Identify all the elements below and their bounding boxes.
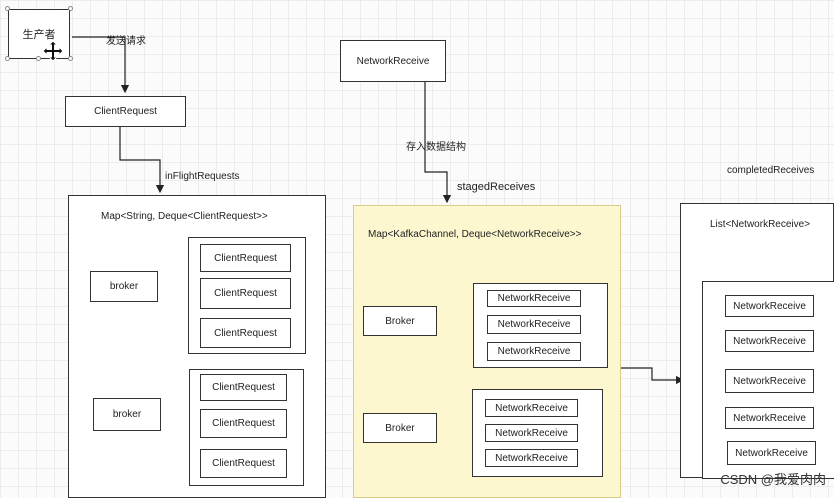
client-request-item-label: ClientRequest (212, 458, 275, 469)
client-request-label: ClientRequest (94, 106, 157, 117)
client-request-item[interactable]: ClientRequest (200, 278, 291, 309)
client-request-item[interactable]: ClientRequest (200, 374, 287, 401)
network-receive-deque[interactable]: NetworkReceive NetworkReceive NetworkRec… (473, 283, 608, 368)
client-request-deque[interactable]: ClientRequest ClientRequest ClientReques… (188, 237, 306, 354)
broker-key-label: Broker (385, 315, 415, 327)
broker-key-label: broker (112, 409, 142, 420)
edge-label-send-request: 发送请求 (106, 36, 146, 47)
network-receive-item-label: NetworkReceive (497, 319, 571, 330)
staged-receives-map[interactable]: Map<KafkaChannel, Deque<NetworkReceive>>… (353, 205, 621, 498)
network-receive-item[interactable]: NetworkReceive (725, 330, 814, 352)
broker-key[interactable]: Broker (363, 306, 437, 336)
selection-handle[interactable] (5, 6, 10, 11)
network-receive-item[interactable]: NetworkReceive (487, 315, 581, 334)
network-receive-item-label: NetworkReceive (495, 402, 568, 414)
edge-label-in-flight: inFlightRequests (165, 171, 240, 182)
edge-label-store-data: 存入数据结构 (406, 142, 466, 153)
network-receive-item-label: NetworkReceive (497, 293, 571, 304)
broker-key[interactable]: Broker (363, 413, 437, 443)
network-receive-item-label: NetworkReceive (735, 447, 808, 459)
client-request-item[interactable]: ClientRequest (200, 244, 291, 272)
move-cursor-icon (42, 40, 64, 62)
broker-key-label: Broker (385, 422, 415, 434)
selection-handle[interactable] (68, 56, 73, 61)
network-receive-item[interactable]: NetworkReceive (485, 424, 578, 442)
network-receive-item-label: NetworkReceive (733, 335, 806, 347)
arrow-send-request (72, 36, 130, 94)
client-request-item[interactable]: ClientRequest (200, 409, 287, 438)
staged-map-title: Map<KafkaChannel, Deque<NetworkReceive>> (368, 229, 582, 240)
selection-handle[interactable] (36, 56, 41, 61)
client-request-item-label: ClientRequest (214, 327, 277, 339)
network-receive-item-label: NetworkReceive (733, 412, 806, 424)
network-receive-item[interactable]: NetworkReceive (725, 369, 814, 393)
network-receive-item-label: NetworkReceive (495, 452, 568, 464)
completed-receives-list[interactable]: List<NetworkReceive> NetworkReceive Netw… (680, 203, 834, 479)
network-receive-deque[interactable]: NetworkReceive NetworkReceive NetworkRec… (472, 389, 603, 477)
network-receive-item-label: NetworkReceive (733, 375, 806, 387)
client-request-item-label: ClientRequest (212, 418, 275, 429)
network-receive-item[interactable]: NetworkReceive (485, 399, 578, 417)
network-receive-item[interactable]: NetworkReceive (725, 407, 814, 429)
client-request-item[interactable]: ClientRequest (200, 449, 287, 478)
client-request-item-label: ClientRequest (212, 382, 275, 393)
broker-key[interactable]: broker (93, 398, 161, 431)
network-receive-item[interactable]: NetworkReceive (725, 295, 814, 317)
client-request-item-label: ClientRequest (214, 288, 277, 299)
selection-handle[interactable] (5, 56, 10, 61)
network-receive-label: NetworkReceive (356, 55, 430, 67)
client-request-node[interactable]: ClientRequest (65, 96, 186, 127)
edge-label-staged: stagedReceives (457, 181, 536, 193)
client-request-deque[interactable]: ClientRequest ClientRequest ClientReques… (189, 369, 304, 486)
in-flight-map-title: Map<String, Deque<ClientRequest>> (101, 211, 268, 222)
network-receive-item[interactable]: NetworkReceive (727, 441, 816, 465)
broker-key[interactable]: broker (90, 271, 158, 302)
arrow-store-data (424, 82, 452, 204)
watermark: CSDN @我爱肉肉 (720, 472, 826, 487)
in-flight-map[interactable]: Map<String, Deque<ClientRequest>> broker… (68, 195, 326, 498)
network-receive-item[interactable]: NetworkReceive (485, 449, 578, 467)
network-receive-item-label: NetworkReceive (733, 300, 806, 312)
client-request-item[interactable]: ClientRequest (200, 318, 291, 348)
network-receive-item[interactable]: NetworkReceive (487, 290, 581, 307)
network-receive-item-label: NetworkReceive (495, 427, 568, 439)
network-receive-item[interactable]: NetworkReceive (487, 342, 581, 361)
network-receive-node[interactable]: NetworkReceive (340, 40, 446, 82)
producer-node[interactable]: 生产者 (8, 9, 70, 59)
network-receive-item-label: NetworkReceive (497, 346, 571, 357)
producer-label: 生产者 (22, 29, 56, 41)
edge-label-completed: completedReceives (727, 165, 815, 176)
selection-handle[interactable] (68, 6, 73, 11)
arrow-in-flight (119, 127, 165, 194)
broker-key-label: broker (109, 281, 139, 292)
client-request-item-label: ClientRequest (214, 252, 277, 264)
completed-list-title: List<NetworkReceive> (710, 219, 811, 230)
network-receive-list-box[interactable]: NetworkReceive NetworkReceive NetworkRec… (702, 281, 834, 479)
arrow-staged-to-completed (620, 367, 685, 385)
